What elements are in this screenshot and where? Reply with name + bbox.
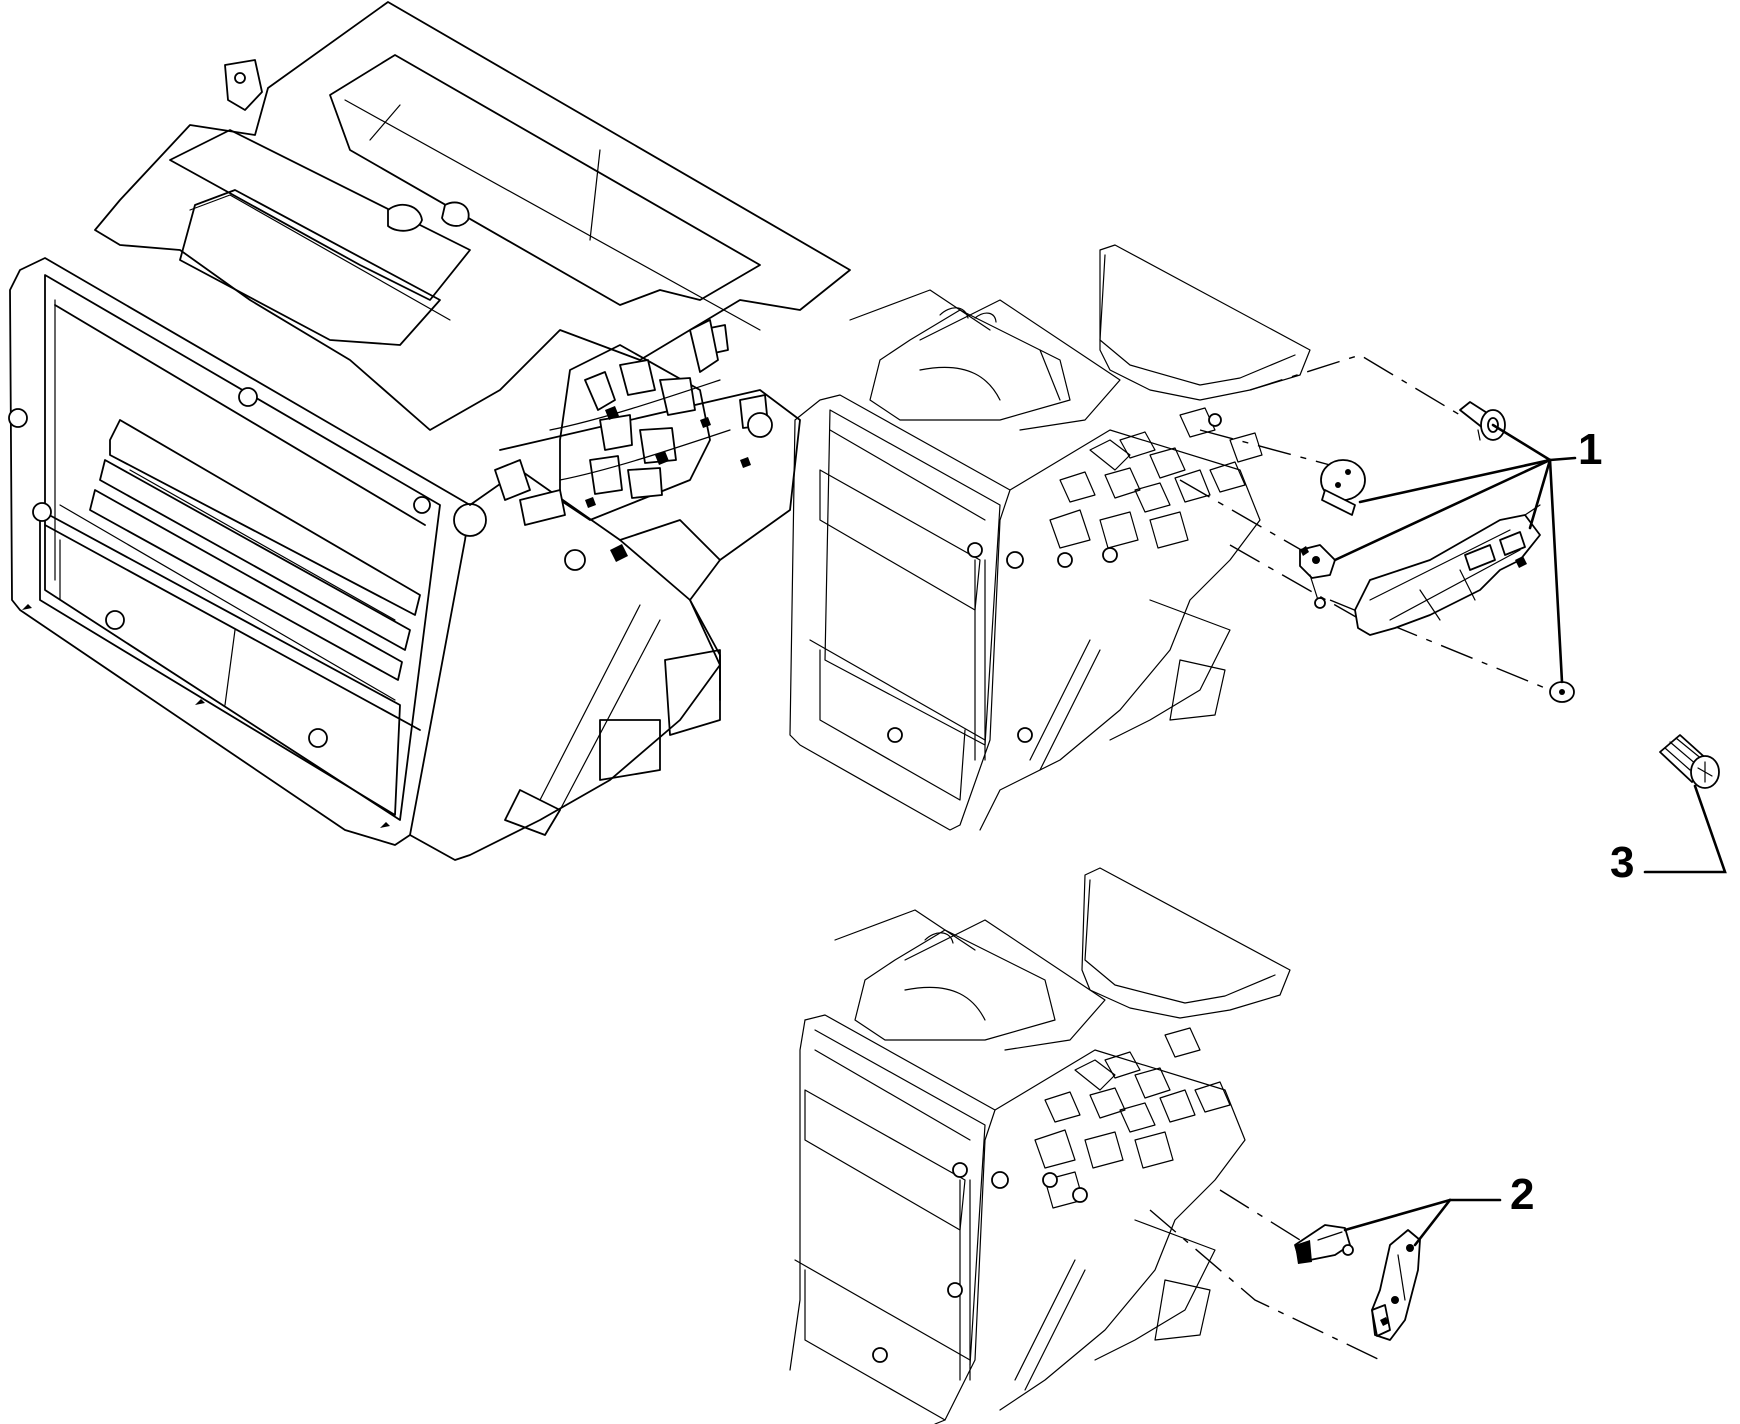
washer xyxy=(1549,681,1575,703)
part-3-screw xyxy=(1643,734,1727,874)
heater-housing-outline-upper xyxy=(789,244,1311,831)
callout-3: 3 xyxy=(1610,838,1634,887)
callout-1: 1 xyxy=(1578,425,1602,474)
actuator-linkage-cluster xyxy=(494,319,773,571)
assembly-alignment-lines-2 xyxy=(1149,1189,1381,1361)
round-lever-cap xyxy=(1320,459,1366,516)
assembly-alignment-lines-1 xyxy=(1179,354,1551,691)
heater-housing-outline-lower xyxy=(789,867,1291,1424)
small-lever xyxy=(1299,544,1336,609)
clip-bracket xyxy=(1294,1224,1354,1264)
linkage-cluster-outline-upper xyxy=(939,307,1263,568)
bush-pin xyxy=(1459,401,1506,441)
actuator-bracket xyxy=(1354,504,1541,636)
part-2-components xyxy=(1294,1198,1502,1341)
lever-arm xyxy=(1371,1229,1421,1341)
heater-box-assembly xyxy=(8,1,851,861)
linkage-cluster-outline-lower xyxy=(924,932,1231,1209)
callout-2: 2 xyxy=(1510,1170,1534,1219)
part-1-components xyxy=(1299,401,1577,703)
